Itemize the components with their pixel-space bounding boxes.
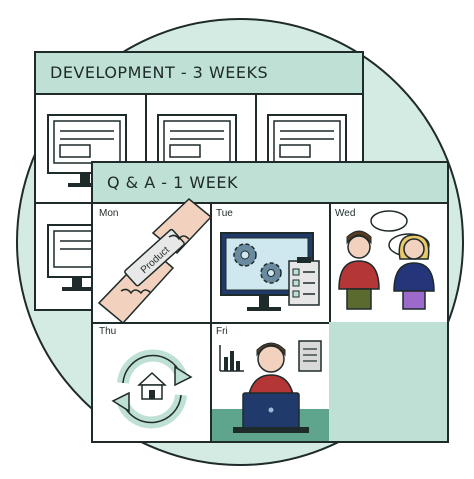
qa-illustrations: Product: [97, 198, 435, 441]
day-cell-mon: Mon: [93, 204, 212, 324]
document-icon: [298, 340, 322, 372]
refresh-cycle-icon: [111, 349, 193, 429]
bar-chart-icon: [219, 345, 244, 372]
gear-icon: [260, 262, 282, 284]
qa-header: Q & A - 1 WEEK: [93, 163, 447, 204]
day-cell-thu: Thu: [93, 322, 212, 441]
day-label: Wed: [335, 208, 356, 219]
development-header: DEVELOPMENT - 3 WEEKS: [36, 53, 362, 95]
qa-card: Q & A - 1 WEEK Mon Tue Wed Thu Fri: [91, 161, 449, 443]
qa-title: Q & A - 1 WEEK: [107, 173, 238, 192]
development-title: DEVELOPMENT - 3 WEEKS: [50, 63, 269, 82]
day-label: Mon: [99, 208, 119, 219]
day-label: Thu: [99, 326, 117, 337]
day-label: Fri: [216, 326, 228, 337]
empty-cell: [329, 322, 447, 441]
laptop-icon: [233, 392, 309, 433]
day-label: Tue: [216, 208, 233, 219]
checklist-icon: [288, 257, 320, 306]
gear-icon: [233, 243, 257, 267]
person-icon: [393, 234, 435, 310]
home-icon: [137, 371, 167, 400]
handover-icon: Product: [97, 198, 213, 325]
monitor-icon: [47, 114, 127, 187]
day-cell-tue: Tue: [210, 204, 331, 324]
person-icon: [338, 230, 380, 310]
